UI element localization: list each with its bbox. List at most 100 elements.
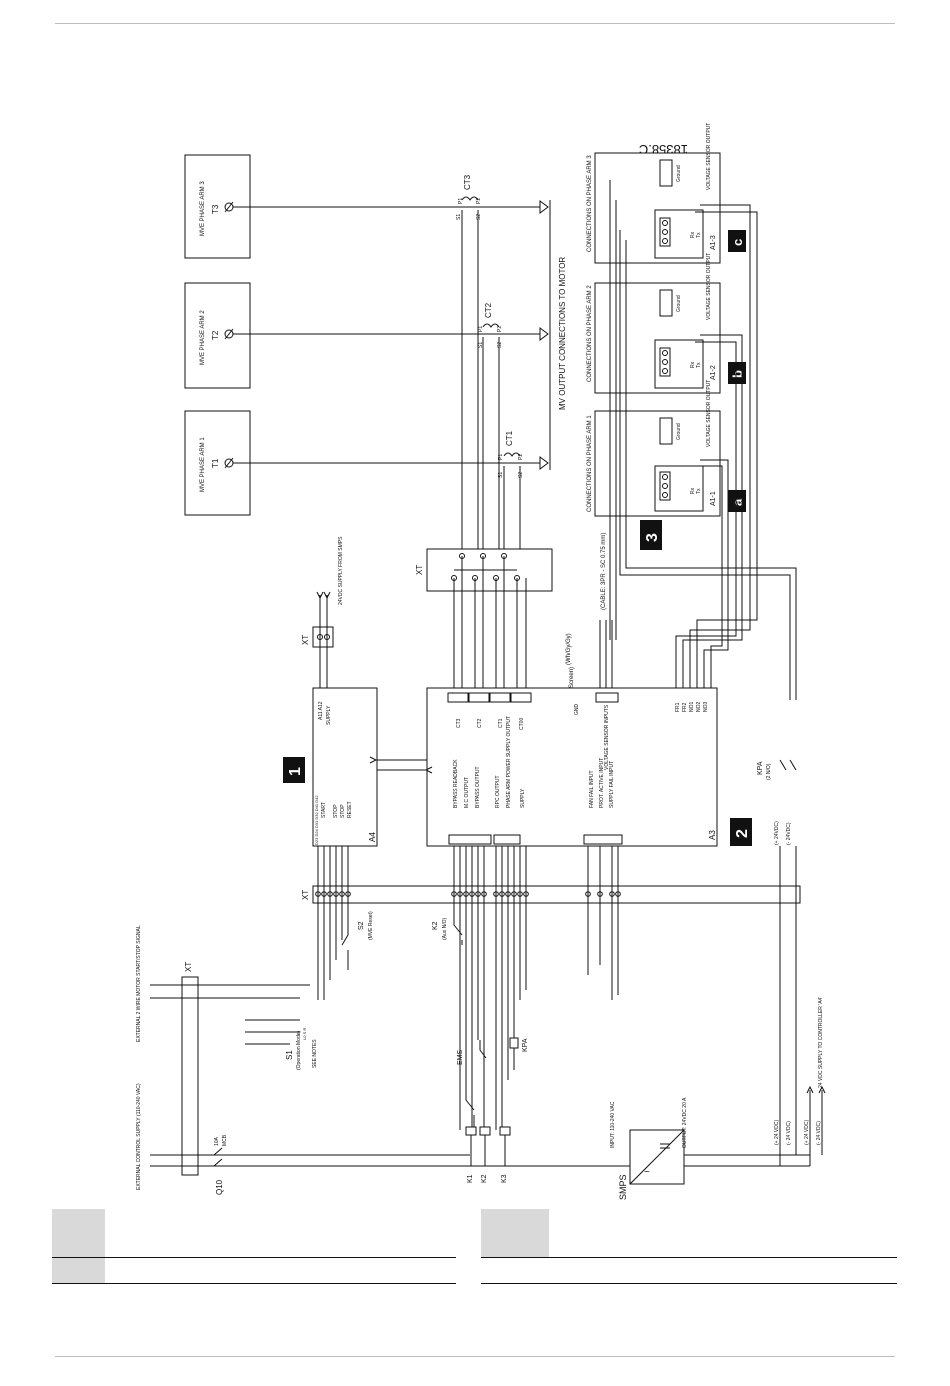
ct1-s1: S1: [498, 472, 504, 478]
xt-terminal: [511, 891, 517, 897]
a3-in-phase-arm-power: PHASE ARM POWER SUPPLY OUTPUT: [506, 716, 512, 808]
ct2-s2: S2: [497, 342, 503, 348]
arm2-vso: VOLTAGE SENSOR OUTPUT: [706, 253, 712, 320]
a3-ct00: CT00: [519, 718, 525, 730]
a3-in-fan-fail: FAN FAIL INPUT: [589, 770, 595, 808]
a3-fr1: FR1: [675, 702, 681, 712]
k2-desc: (Aux N/O): [442, 917, 448, 940]
a3-in-bypass-readback: BYPASS READBACK: [453, 759, 459, 808]
phase-arm-3-terminal: T3: [211, 204, 220, 214]
a4-supply: SUPPLY: [326, 705, 332, 725]
cable-wh: (Wh/Gy/Gy): [566, 633, 572, 665]
smps: ~ SMPS INPUT: 110-240 VAC OUTPUT: 24VDC …: [610, 1097, 688, 1200]
ct3-label: CT3: [463, 174, 472, 190]
arm1-board: A1-1: [710, 491, 717, 506]
ct2-s1: S1: [478, 342, 484, 348]
ct1: CT1 P1 P2 S1 S2: [498, 430, 524, 478]
ems-contacts: EMS: [457, 1040, 487, 1127]
a3-ct3: CT3: [456, 718, 462, 728]
a3-in-supply: SUPPLY: [520, 788, 526, 808]
vertical-control-wires: [315, 846, 621, 1130]
xt-main-label: XT: [301, 890, 310, 900]
a3-gnd: GND: [574, 704, 580, 716]
ct1-p2: P2: [518, 454, 524, 460]
q10-type: MCB: [222, 1134, 228, 1146]
k2-aux-contact: K2 (Aux N/O): [432, 910, 463, 945]
a4-name: A4: [368, 832, 377, 842]
xt-external-label: XT: [184, 962, 193, 972]
title-block-rule-right-2: [481, 1283, 897, 1284]
a4-a3-link: [369, 756, 433, 774]
v24-pos-2: (+ 24VDC): [774, 821, 780, 845]
a3-in-mc-output: M.C OUTPUT: [464, 777, 470, 808]
q10-label: Q10: [215, 1179, 224, 1195]
a3-no3: NO3: [703, 702, 709, 713]
phase-arm-2-title: MVE PHASE ARM 2: [200, 310, 206, 365]
arm3-vso: VOLTAGE SENSOR OUTPUT: [706, 123, 712, 190]
screen-label: (Screen): [569, 667, 575, 690]
xt-terminal: [493, 891, 499, 897]
ct3-s2: S2: [476, 214, 482, 220]
xt-terminal: [463, 891, 469, 897]
ct-secondary-wires: [461, 210, 521, 578]
arm1-rx: Rx: [690, 487, 696, 494]
title-block-rule-left-2: [52, 1283, 456, 1284]
q10-breaker: Q10 10A MCB: [200, 1134, 260, 1195]
supply-24-label: 24VDC SUPPLY FROM SMPS: [338, 536, 344, 605]
arm2-rx: Rx: [690, 361, 696, 368]
title-block-cell-left: [52, 1209, 105, 1283]
s2-label: S2: [358, 921, 365, 930]
ct3-p1: P1: [458, 198, 464, 204]
s1-see-notes: SEE NOTES: [312, 1039, 318, 1068]
kpa-desc: (2 N/O): [766, 763, 772, 780]
xt-terminal: [523, 891, 529, 897]
kpa-low-label: KPA: [522, 1038, 529, 1052]
xt-terminal: [615, 891, 621, 897]
arm2-ground: Ground: [676, 295, 682, 312]
xt-ct-label: XT: [415, 565, 424, 575]
a3-controller: A3 CT3 CT2 CT1 CT00 GND VOLTAGE SENSOR I…: [426, 687, 718, 847]
s2-desc: (MVE Reset): [368, 911, 374, 940]
ems-label: EMS: [457, 1050, 464, 1066]
arm1-title: CONNECTIONS ON PHASE ARM 1: [587, 415, 593, 512]
a3-no1: NO1: [689, 702, 695, 713]
title-block-rule-right-1: [481, 1257, 897, 1258]
kpa-contact: KPA: [509, 1037, 529, 1052]
arm3-tx: Tx: [696, 232, 702, 238]
contactor-coils: [465, 1126, 511, 1166]
phase-arm-1-title: MVE PHASE ARM 1: [200, 437, 206, 492]
xt-terminal: [333, 891, 339, 897]
xt-terminal: [327, 891, 333, 897]
ct1-label: CT1: [505, 430, 514, 446]
badge-1: 1: [287, 767, 304, 776]
phase-arm-3-title: MVE PHASE ARM 3: [200, 181, 206, 236]
xt-ct-terminals: XT: [415, 548, 553, 690]
a3-ct-terminal-group: [447, 692, 532, 703]
badge-2-bg: [730, 818, 752, 846]
ct2-p2: P2: [497, 326, 503, 332]
smps-input: INPUT: 110-240 VAC: [610, 1101, 616, 1148]
xt-terminal: [475, 891, 481, 897]
xt-main-strip: XT: [301, 885, 801, 904]
arm1-ground: Ground: [676, 423, 682, 440]
v24-pos-3: (+ 24 VDC): [804, 1120, 810, 1145]
arm2-tx: Tx: [696, 362, 702, 368]
a3-vsi: VOLTAGE SENSOR INPUTS: [604, 704, 610, 770]
a4-supply-terms: A11 A12: [318, 701, 324, 720]
a3-name: A3: [708, 830, 717, 840]
s1-selector: S1 (Operation Mode) SEE NOTES L0 S R: [245, 1019, 318, 1070]
ct1-s2: S2: [518, 472, 524, 478]
a3-in-prot-active: PROT. ACTIVE INPUT: [599, 758, 605, 808]
ct2-label: CT2: [484, 302, 493, 318]
a4-reset: RESET: [347, 801, 353, 818]
badge-a: a: [730, 498, 745, 506]
xt-supply-label: XT: [301, 635, 310, 645]
a3-in-supply-fail: SUPPLY FAIL INPUT: [609, 761, 615, 808]
a3-ct2: CT2: [477, 718, 483, 728]
badge-c: c: [730, 239, 745, 246]
arm1-vso: VOLTAGE SENSOR OUTPUT: [706, 380, 712, 447]
v24-outputs: [684, 846, 826, 1166]
s1-positions: L0 S R: [302, 1028, 307, 1040]
coil-k1: K1: [467, 1174, 474, 1183]
